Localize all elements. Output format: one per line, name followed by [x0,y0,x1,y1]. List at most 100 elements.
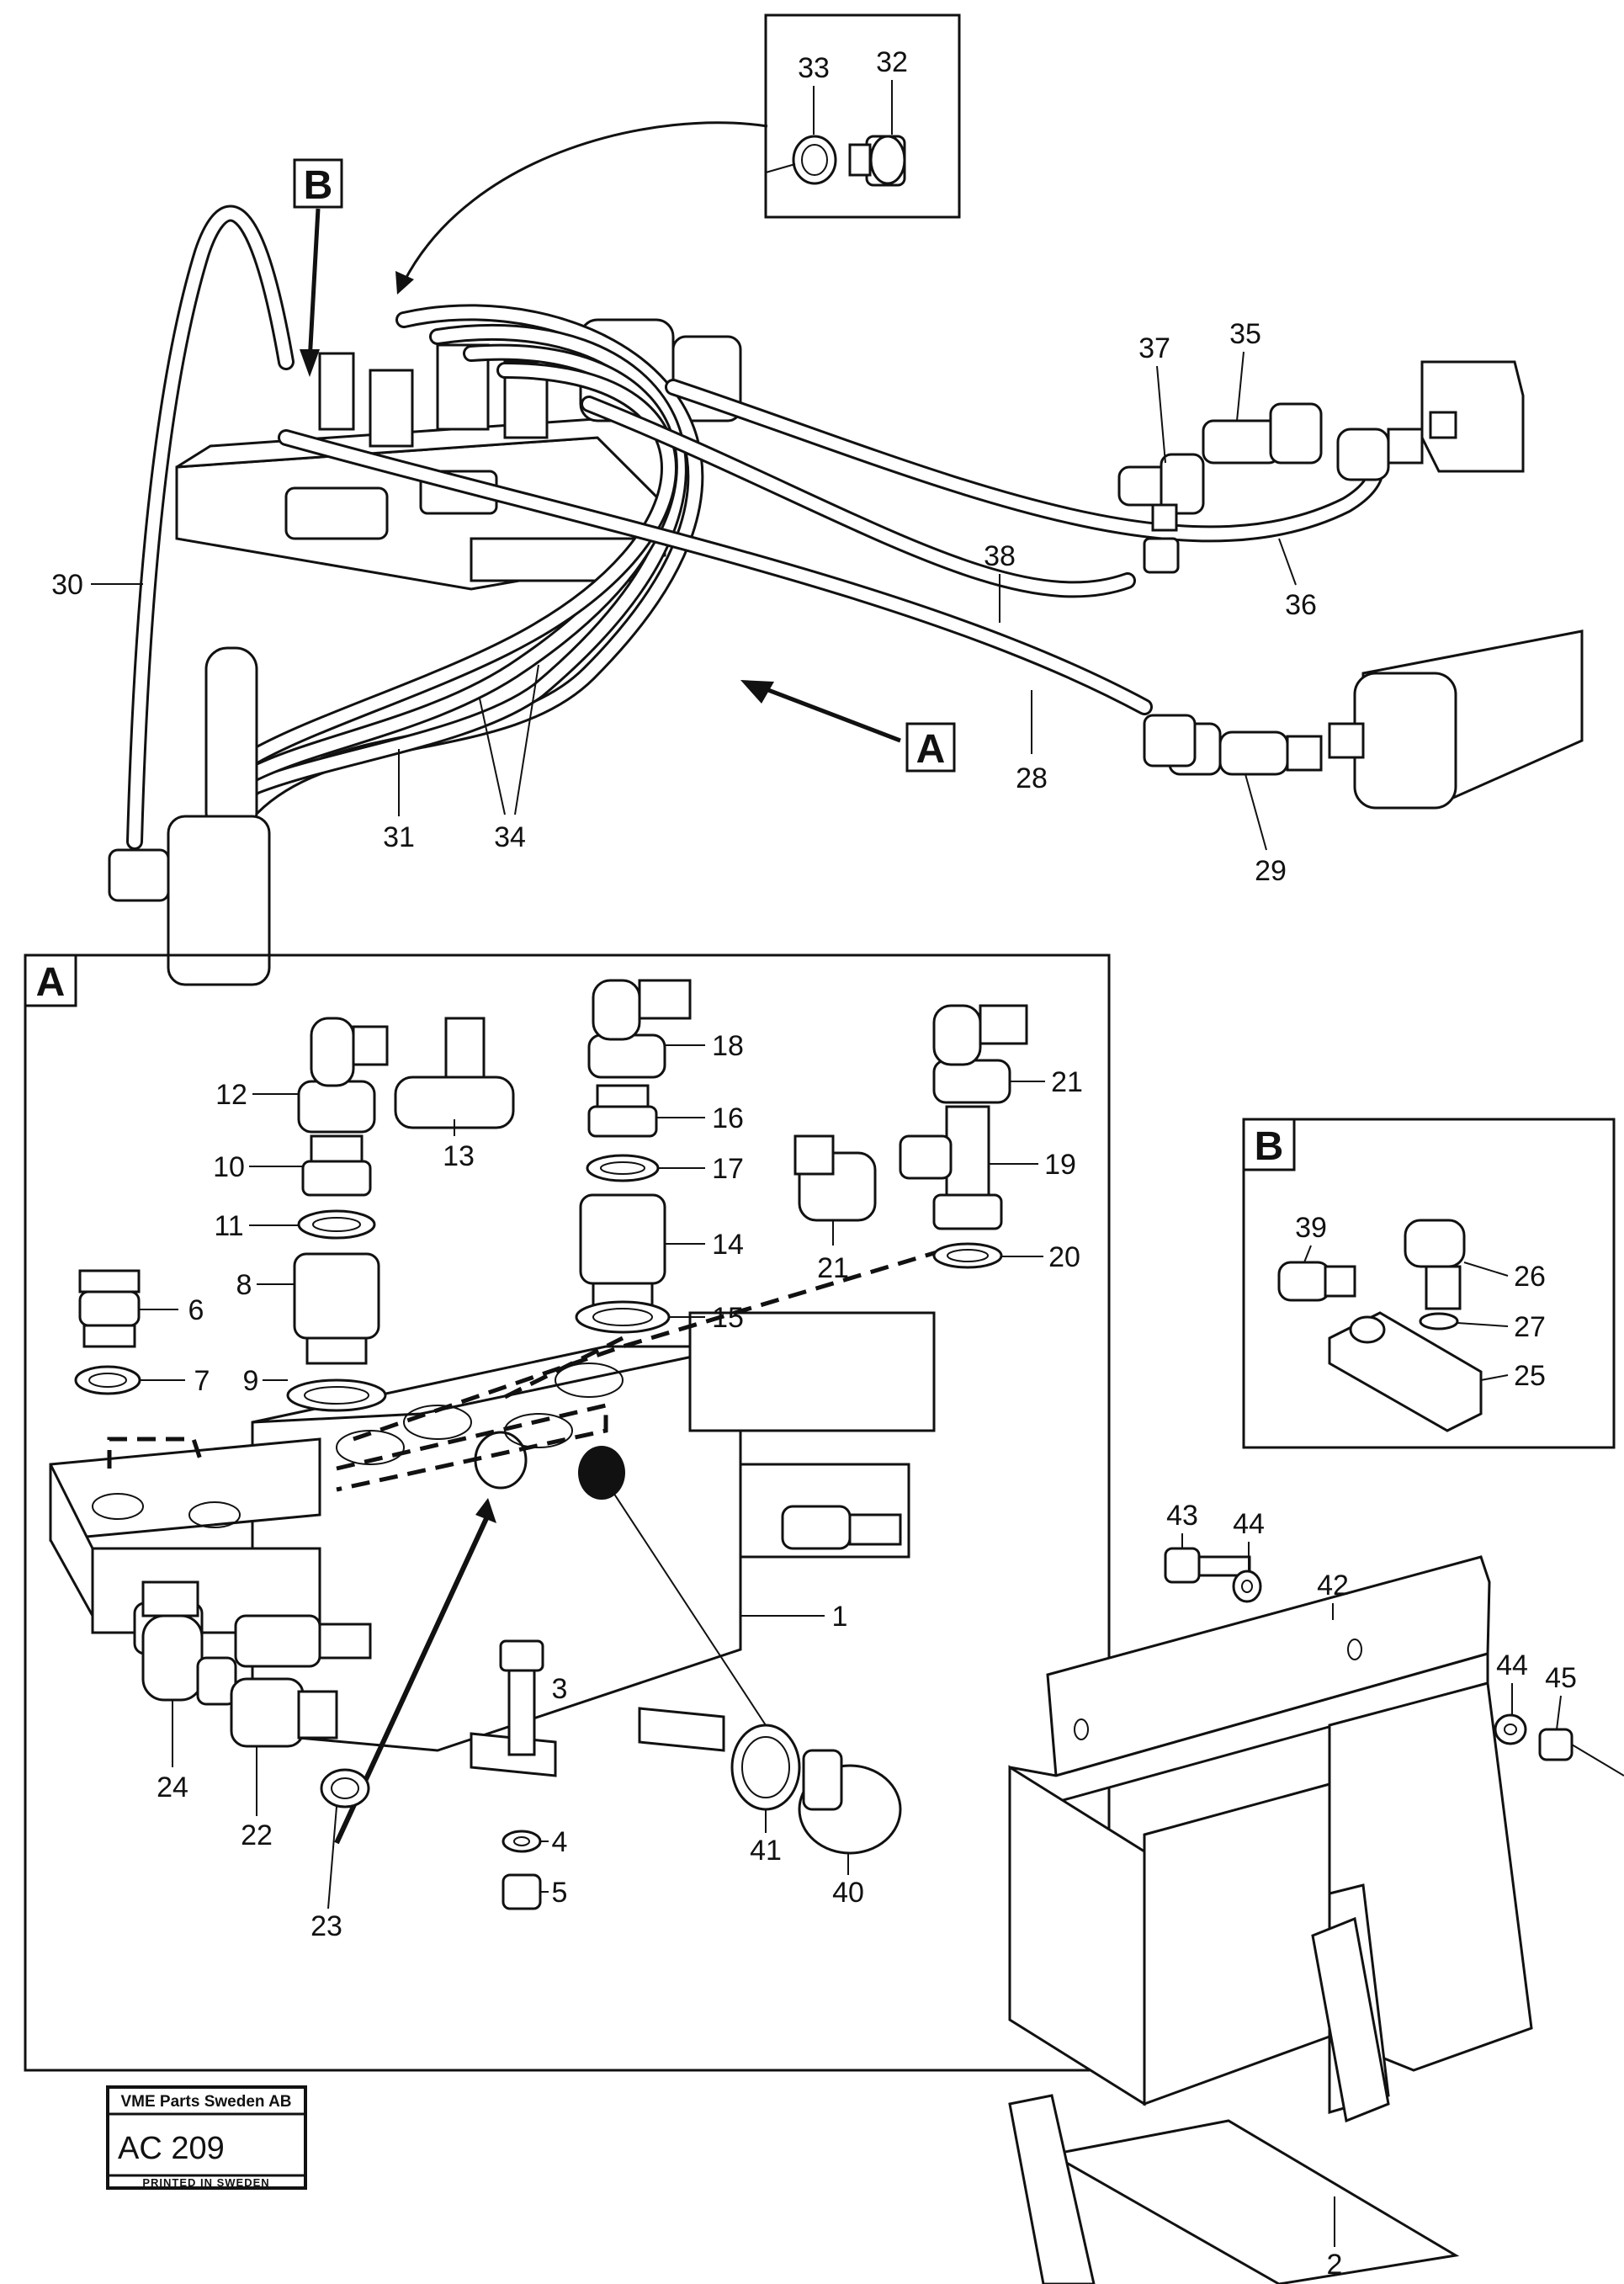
detail-a-frame [24,953,1111,2072]
callout-35: 35 [1229,318,1261,350]
callout-21-right: 21 [1051,1066,1083,1098]
view-a-marker-label: A [916,727,946,772]
elbow-21-left [793,1134,877,1222]
elbow-12 [297,1017,389,1134]
seal-17 [586,1154,660,1182]
callout-1: 1 [832,1601,848,1633]
stamp-company: VME Parts Sweden AB [120,2093,291,2111]
seal-23 [320,1768,370,1809]
hose-assembly-overview: B [108,13,1584,986]
callout-37: 37 [1138,332,1170,364]
detail-a-tag [24,953,77,1007]
elbow-24 [141,1580,237,1706]
seal-41 [730,1724,801,1811]
bracket-assembly: 43 44 42 44 45 2 [1008,1500,1624,2284]
callout-22: 22 [241,1819,273,1851]
callout-20: 20 [1048,1241,1080,1273]
callout-6: 6 [188,1294,204,1326]
tee-13 [394,1017,515,1129]
plug-32 [848,135,906,187]
elbow-36-end [1336,428,1424,481]
nipple-10 [301,1134,372,1197]
seal-20 [932,1242,1003,1269]
callout-7: 7 [194,1365,210,1397]
view-a-marker [905,722,956,773]
seal-9 [286,1378,387,1412]
mount-block-right [1420,360,1525,473]
detail-b-frame [1242,1118,1616,1449]
callout-36: 36 [1285,589,1317,621]
arrow-inset-to-valve [402,121,768,283]
adapter-6 [78,1269,141,1348]
view-b-marker-label: B [304,163,333,208]
bolt-3 [499,1639,544,1756]
stamp-printed: PRINTED IN SWEDEN [142,2176,269,2189]
callout-8: 8 [236,1269,252,1301]
callout-19: 19 [1044,1149,1076,1181]
callout-9: 9 [243,1365,259,1397]
seal-ring-33 [792,135,837,185]
detail-view-a: A [24,953,1111,2072]
detail-b-tag-label: B [1255,1124,1284,1169]
nut-28-end [1143,714,1197,768]
callout-31: 31 [383,821,415,853]
nut-36 [1143,537,1180,574]
callout-32: 32 [876,46,908,78]
inset-box-32-33 [764,13,961,219]
callout-45: 45 [1545,1662,1577,1694]
callout-18: 18 [712,1030,744,1062]
callout-34: 34 [494,821,526,853]
detail-a-tag-label: A [36,960,66,1005]
callout-24: 24 [157,1771,188,1803]
callout-28: 28 [1016,762,1048,794]
elbow-21-right [932,1004,1028,1104]
washer-4 [502,1830,542,1853]
callout-17: 17 [712,1153,744,1185]
callout-12: 12 [215,1079,247,1111]
fitting-39 [1277,1261,1356,1302]
callout-3: 3 [552,1673,568,1705]
callout-43: 43 [1166,1500,1198,1532]
callout-26: 26 [1514,1261,1546,1293]
seal-27 [1419,1312,1459,1331]
washer-44-right [1494,1713,1527,1745]
elbow-18 [587,979,692,1079]
callout-13: 13 [443,1140,475,1172]
callout-25: 25 [1514,1360,1546,1392]
callout-33: 33 [798,52,830,84]
callout-11: 11 [214,1210,243,1242]
tee-19 [899,1105,1003,1230]
callout-27: 27 [1514,1311,1546,1343]
view-b-marker [293,158,343,209]
nut-5 [502,1873,542,1910]
callout-38: 38 [984,540,1016,572]
callout-41: 41 [750,1835,782,1867]
catalog-stamp: VME Parts Sweden AB AC 209 PRINTED IN SW… [106,2085,307,2190]
callout-44-right: 44 [1496,1649,1528,1681]
callout-23: 23 [310,1910,342,1942]
callout-21-left: 21 [817,1252,849,1284]
callout-14: 14 [712,1229,744,1261]
bolt-43 [1164,1547,1251,1584]
bracket-base-2 [1008,1916,1460,2284]
tee-fitting-35 [1202,402,1323,465]
hoses [126,204,1384,850]
seal-11 [297,1209,376,1240]
detail-b-tag [1242,1118,1296,1171]
callout-40: 40 [832,1877,864,1909]
elbow-26 [1404,1219,1466,1310]
adapter-22 [230,1677,338,1748]
tee-fitting-37 [1117,453,1205,532]
seal-7 [74,1365,141,1395]
callout-42: 42 [1317,1570,1349,1601]
bracket-plate-42 [1008,1555,1533,2114]
callout-10: 10 [213,1151,245,1183]
callout-5: 5 [552,1877,568,1909]
callout-39: 39 [1295,1212,1327,1244]
cylinder-right [1328,629,1584,810]
adapter-8 [293,1252,380,1365]
adapter-14 [579,1193,666,1310]
callout-29: 29 [1255,855,1287,887]
nut-45 [1538,1728,1574,1761]
washer-44-top [1232,1570,1262,1603]
